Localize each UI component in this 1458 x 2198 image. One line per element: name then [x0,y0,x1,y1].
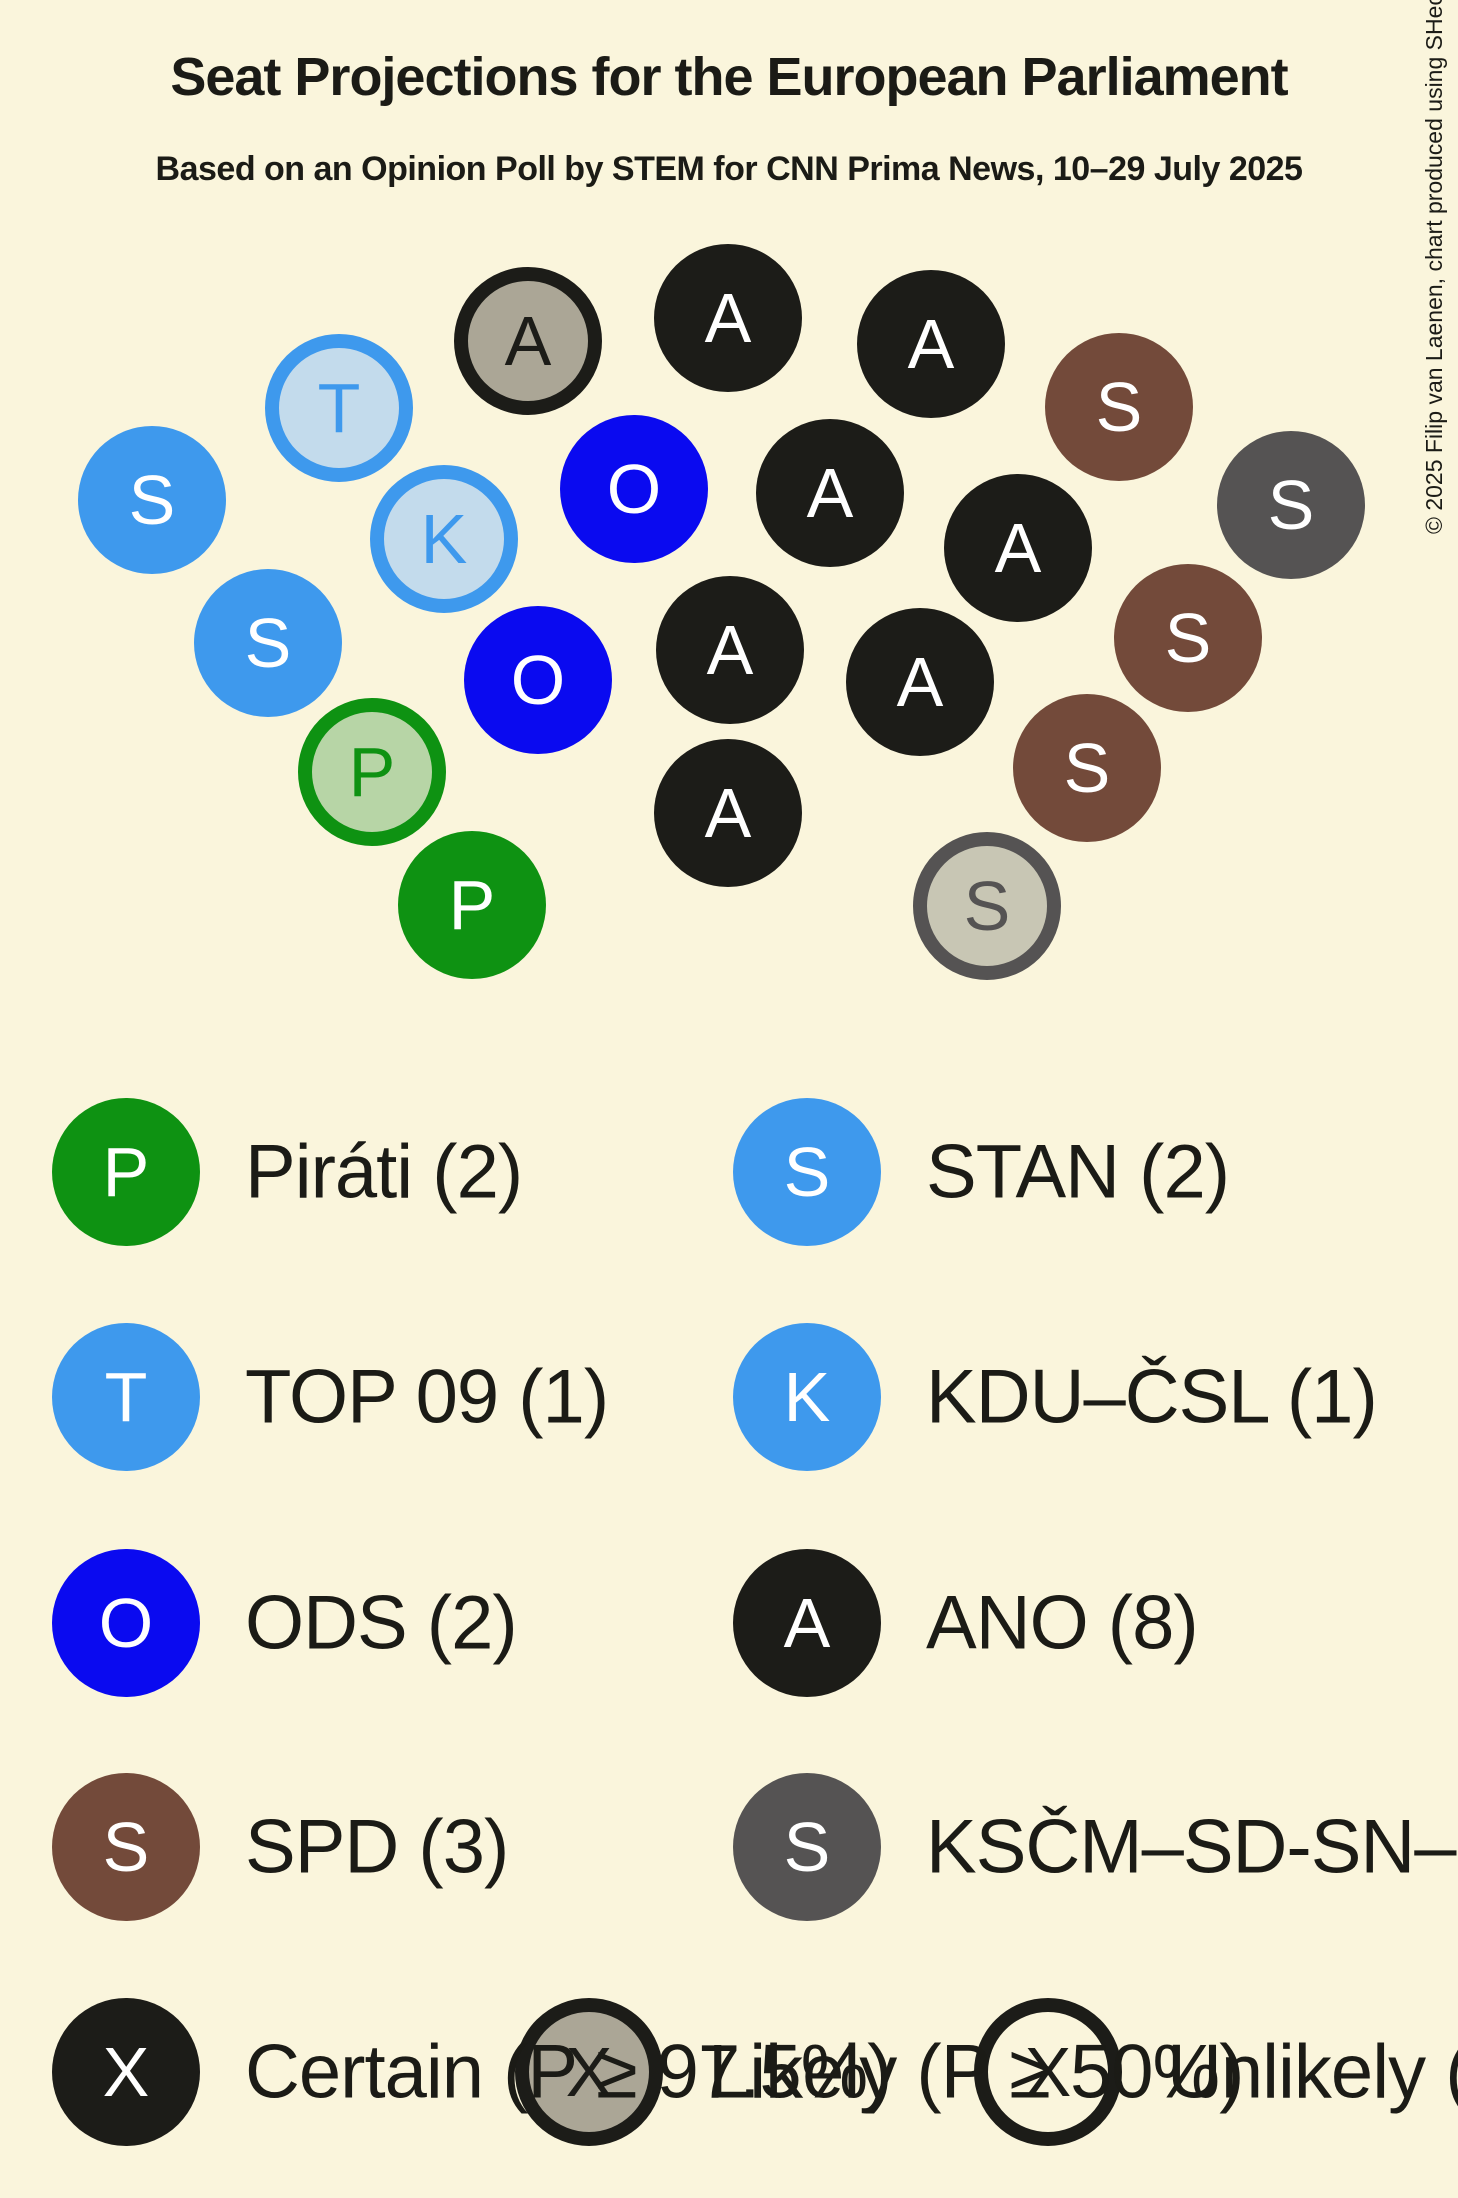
seat-letter: S [128,461,176,539]
seat-letter: S [244,604,292,682]
legend-kscm-swatch: S [733,1773,881,1921]
seat-ano: A [857,270,1005,418]
seat-letter: T [104,1358,148,1436]
seat-ano: A [846,608,994,756]
seat-ods: O [464,606,612,754]
seat-letter: O [606,450,662,528]
seat-letter: A [706,611,754,689]
seat-letter: S [1063,729,1111,807]
seat-letter: S [1164,599,1212,677]
legend-ods-swatch: O [52,1549,200,1697]
seat-letter: S [783,1133,831,1211]
legend-pirati-label: Piráti (2) [245,1129,523,1215]
seat-spd: S [1045,333,1193,481]
legend-kdu-csl-label: KDU–ČSL (1) [926,1354,1378,1440]
seat-pirati: P [398,831,546,979]
legend-spd-label: SPD (3) [245,1804,509,1890]
seat-letter: K [783,1358,831,1436]
seat-ano: A [756,419,904,567]
seat-ods: O [560,415,708,563]
legend-pirati-swatch: P [52,1098,200,1246]
seat-letter: A [806,454,854,532]
seat-letter: X [102,2033,150,2111]
seat-ano: A [654,739,802,887]
seat-spd: S [1013,694,1161,842]
seat-letter: S [1267,466,1315,544]
legend-ano-swatch: A [733,1549,881,1697]
legend-certain-label: Certain (P ≥ 97.5%) [245,2029,892,2115]
legend-top09-swatch: T [52,1323,200,1471]
legend-certain-swatch: X [52,1998,200,2146]
seat-ano: A [654,244,802,392]
seat-letter: X [565,2033,613,2111]
legend-stan-label: STAN (2) [926,1129,1230,1215]
legend-kdu-csl-swatch: K [733,1323,881,1471]
seat-letter: A [896,643,944,721]
legend-ano-label: ANO (8) [926,1580,1199,1666]
seat-letter: O [98,1584,154,1662]
seat-ano: A [454,267,602,415]
seat-letter: T [317,369,361,447]
seat-letter: S [1095,368,1143,446]
seat-letter: X [1024,2033,1072,2111]
legend-spd-swatch: S [52,1773,200,1921]
seat-ano: A [656,576,804,724]
legend-stan-swatch: S [733,1098,881,1246]
seat-letter: O [510,641,566,719]
seat-letter: A [994,509,1042,587]
seat-letter: A [504,302,552,380]
seat-letter: A [907,305,955,383]
seat-top09: T [265,334,413,482]
legend-unlikely-label: Unlikely (P < 50%) [1167,2029,1458,2115]
seat-letter: P [102,1133,150,1211]
seat-letter: S [102,1808,150,1886]
seat-letter: S [783,1808,831,1886]
seat-pirati: P [298,698,446,846]
seat-kdu: K [370,465,518,613]
page-title: Seat Projections for the European Parlia… [170,47,1288,107]
seat-letter: A [783,1584,831,1662]
seat-kscm: S [1217,431,1365,579]
seat-stan: S [78,426,226,574]
seat-letter: A [704,774,752,852]
legend-likely-label: Likely (P ≥ 50%) [708,2029,1244,2115]
seat-letter: A [704,279,752,357]
seat-letter: P [348,733,396,811]
legend-kscm-label: KSČM–SD-SN–S [926,1804,1458,1890]
legend-top09-label: TOP 09 (1) [245,1354,609,1440]
legend-ods-label: ODS (2) [245,1580,518,1666]
seat-kscm: S [913,832,1061,980]
seat-letter: P [448,866,496,944]
page-subtitle: Based on an Opinion Poll by STEM for CNN… [155,150,1303,188]
seat-letter: K [420,500,468,578]
seat-stan: S [194,569,342,717]
seat-spd: S [1114,564,1262,712]
seat-ano: A [944,474,1092,622]
seat-letter: S [963,867,1011,945]
